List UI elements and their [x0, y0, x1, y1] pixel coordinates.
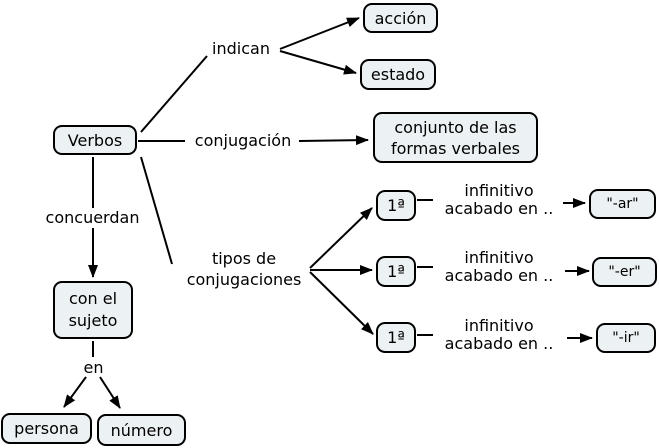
link-label-concuerdan-text: concuerdan: [45, 208, 140, 227]
link-label-tipos-de-conjugaciones[interactable]: tipos de conjugaciones: [177, 248, 311, 290]
node-con-el-sujeto-line1: con el: [68, 289, 118, 308]
link-label-tipos-line2: conjugaciones: [186, 270, 302, 289]
node-ending-er-label: "-er": [608, 264, 641, 280]
link-label-en-text: en: [83, 358, 104, 377]
link-label-infinitivo-row3-line1: infinitivo: [464, 316, 534, 335]
node-conjugacion-1a-row3-label: 1ª: [387, 328, 405, 347]
node-conjunto-line1: conjunto de las: [394, 117, 517, 137]
link-label-infinitivo-row1-line1: infinitivo: [464, 181, 534, 200]
link-label-en[interactable]: en: [80, 358, 107, 378]
node-ending-ar[interactable]: "-ar": [589, 189, 656, 219]
node-conjugacion-1a-row2[interactable]: 1ª: [376, 256, 416, 287]
link-label-infinitivo-row2-line2: acabado en ..: [444, 266, 554, 285]
link-label-infinitivo-row2[interactable]: infinitivo acabado en ..: [436, 249, 562, 285]
link-label-tipos-line1: tipos de: [211, 249, 277, 268]
node-numero[interactable]: número: [97, 414, 186, 446]
node-conjugacion-1a-row2-label: 1ª: [387, 262, 405, 281]
node-accion-label: acción: [374, 8, 427, 28]
node-ending-er[interactable]: "-er": [592, 257, 657, 287]
link-label-infinitivo-row3-line2: acabado en ..: [444, 334, 554, 353]
link-label-infinitivo-row3[interactable]: infinitivo acabado en ..: [436, 317, 562, 353]
link-label-concuerdan[interactable]: concuerdan: [36, 208, 149, 228]
node-conjunto-formas-verbales[interactable]: conjunto de las formas verbales: [373, 112, 538, 163]
node-verbos[interactable]: Verbos: [53, 125, 137, 155]
node-ending-ir-label: "-ir": [612, 330, 640, 346]
link-label-indican-text: indican: [212, 39, 270, 58]
link-label-infinitivo-row1-line2: acabado en ..: [444, 199, 554, 218]
node-conjunto-line2: formas verbales: [390, 138, 520, 158]
node-persona[interactable]: persona: [1, 413, 92, 444]
node-accion[interactable]: acción: [363, 3, 438, 33]
link-label-indican[interactable]: indican: [203, 39, 279, 59]
node-verbos-label: Verbos: [67, 130, 123, 150]
node-conjugacion-1a-row1-label: 1ª: [387, 196, 405, 215]
node-ending-ar-label: "-ar": [606, 196, 639, 212]
node-con-el-sujeto-line2: sujeto: [68, 311, 118, 330]
node-estado-label: estado: [370, 65, 426, 84]
link-label-conjugacion-text: conjugación: [194, 131, 292, 150]
link-label-conjugacion[interactable]: conjugación: [186, 131, 300, 151]
link-label-infinitivo-row1[interactable]: infinitivo acabado en ..: [436, 182, 562, 218]
node-numero-label: número: [110, 420, 173, 440]
node-estado[interactable]: estado: [360, 59, 436, 90]
node-persona-label: persona: [14, 419, 79, 438]
link-label-infinitivo-row2-line1: infinitivo: [464, 248, 534, 267]
node-ending-ir[interactable]: "-ir": [596, 323, 656, 353]
node-conjugacion-1a-row1[interactable]: 1ª: [376, 190, 416, 221]
node-conjugacion-1a-row3[interactable]: 1ª: [376, 322, 416, 353]
node-con-el-sujeto[interactable]: con el sujeto: [53, 281, 133, 339]
